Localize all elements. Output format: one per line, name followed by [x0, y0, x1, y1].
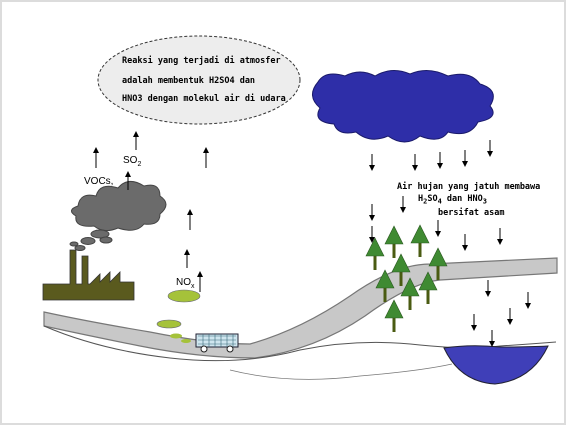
lake-icon [443, 345, 549, 385]
rain-text-line1: Air hujan yang jatuh membawa [397, 182, 541, 192]
smoke-cloud-icon [69, 181, 167, 251]
rain-text-line3: bersifat asam [438, 208, 505, 218]
label-nox: NOx [176, 277, 195, 290]
so2-subscript: 2 [137, 161, 142, 168]
tree-icon [384, 225, 404, 258]
so-sub: 4 [437, 197, 442, 206]
nox-text: NO [176, 277, 191, 288]
tree-icon [384, 299, 404, 332]
hno-sub: 3 [482, 197, 487, 206]
rain-text-line2: H2SO4 dan HNO3 [418, 194, 487, 206]
arrows-group [93, 131, 531, 347]
so2-text: SO [123, 155, 138, 166]
reaction-bubble [97, 35, 301, 125]
tree-icon [365, 237, 385, 270]
car-icon [195, 333, 239, 353]
so-text: SO [427, 194, 438, 204]
bubble-text-line2: adalah membentuk H2SO4 dan [122, 76, 256, 86]
tree-icon [375, 269, 395, 302]
tree-icon [428, 247, 448, 280]
tree-icon [400, 277, 420, 310]
factory-icon [42, 249, 135, 301]
tree-icon [418, 271, 438, 304]
h-text: H [418, 194, 424, 204]
hno-text: HNO [467, 194, 483, 204]
label-so2: SO2 [123, 155, 141, 168]
bubble-text-line3: HNO3 dengan molekul air di udara [122, 94, 286, 104]
bubble-text-line1: Reaksi yang terjadi di atmosfer [122, 56, 281, 66]
forest [365, 224, 448, 332]
road [43, 257, 558, 359]
ground-line [43, 325, 557, 362]
rain-cloud-icon [312, 70, 494, 143]
tree-icon [410, 224, 430, 257]
dan-text: dan [441, 194, 468, 204]
nox-subscript: x [191, 283, 195, 290]
pollutant-blobs [156, 289, 201, 343]
label-vocs: VOCs, [84, 176, 114, 187]
tree-icon [391, 253, 411, 286]
h-sub: 2 [423, 197, 428, 206]
ground-line-lower [229, 363, 453, 380]
